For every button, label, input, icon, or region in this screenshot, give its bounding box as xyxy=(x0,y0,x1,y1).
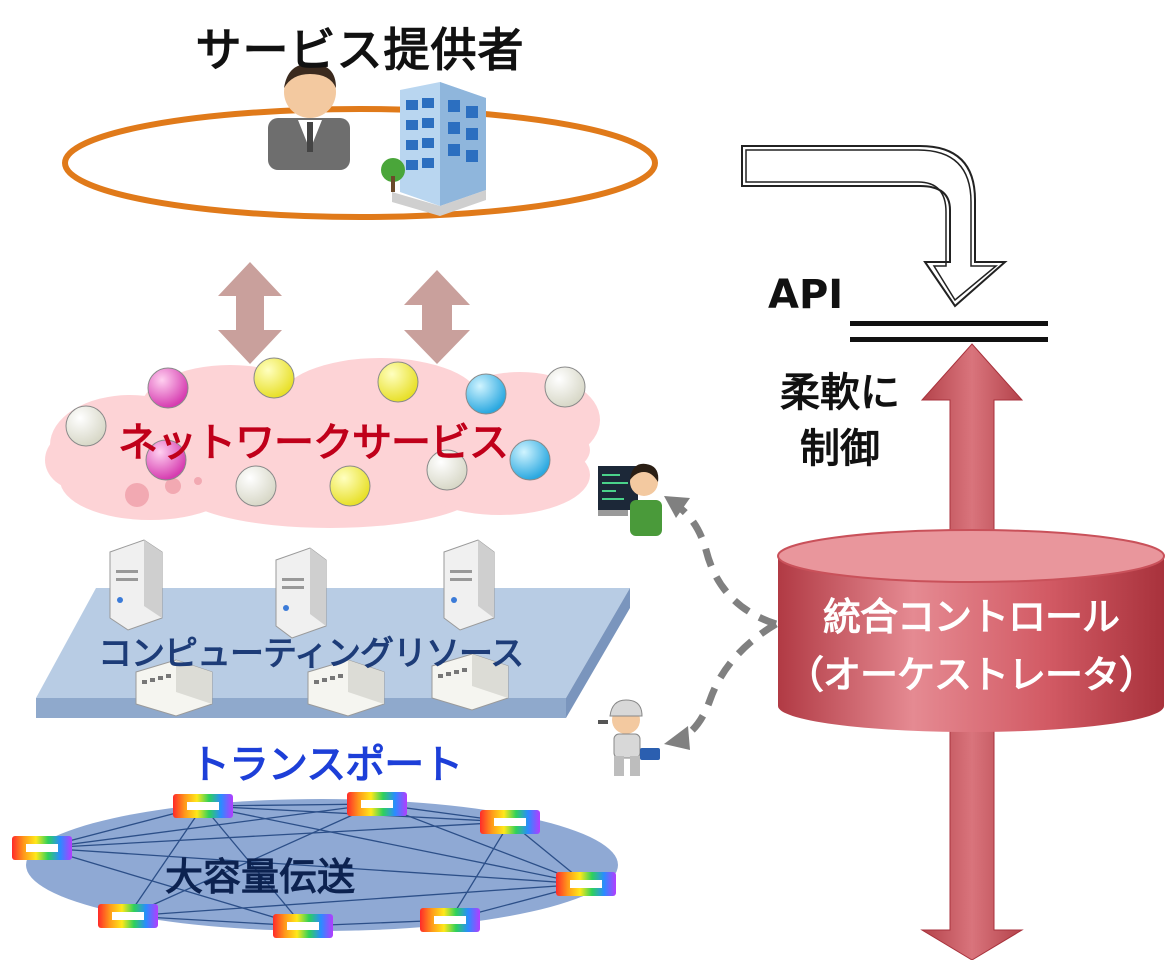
computing-resources-label: コンピューティングリソース xyxy=(98,634,524,674)
orchestrator-line-1: 統合コントロール xyxy=(822,595,1120,639)
orchestrator-line-2: （オーケストレータ） xyxy=(785,653,1157,697)
page-title: サービス提供者 xyxy=(195,23,525,77)
flexible-control-label: 柔軟に 制御 xyxy=(760,365,920,477)
orchestrator-label: 統合コントロール （オーケストレータ） xyxy=(776,588,1165,704)
transport-network-oval xyxy=(26,799,618,931)
orchestrator-cylinder xyxy=(777,529,1165,732)
transport-node-icons xyxy=(12,792,616,938)
interaction-arrow-right xyxy=(404,270,470,364)
server-icons xyxy=(109,539,495,639)
dashed-arrow-head-up xyxy=(664,496,690,518)
network-service-label: ネットワークサービス xyxy=(118,420,509,466)
high-capacity-transmission-label: 大容量伝送 xyxy=(165,855,356,899)
interaction-arrow-left xyxy=(218,262,282,364)
office-building-icon xyxy=(381,82,486,216)
transport-label: トランスポート xyxy=(190,742,463,788)
service-provider-ellipse xyxy=(62,106,658,220)
dashed-arrow-head-down xyxy=(664,726,690,750)
flexible-control-line-2: 制御 xyxy=(800,426,880,472)
businessman-icon xyxy=(268,63,350,170)
flexible-control-line-1: 柔軟に xyxy=(780,370,900,416)
technician-icon xyxy=(598,699,660,776)
service-balls xyxy=(65,357,586,507)
dashed-control-arrows xyxy=(677,505,778,742)
switch-icons xyxy=(135,653,509,717)
operator-icon xyxy=(598,463,662,536)
cloud-bubbles xyxy=(125,477,202,507)
api-interface-line xyxy=(850,321,1048,342)
api-label: API xyxy=(768,272,844,318)
